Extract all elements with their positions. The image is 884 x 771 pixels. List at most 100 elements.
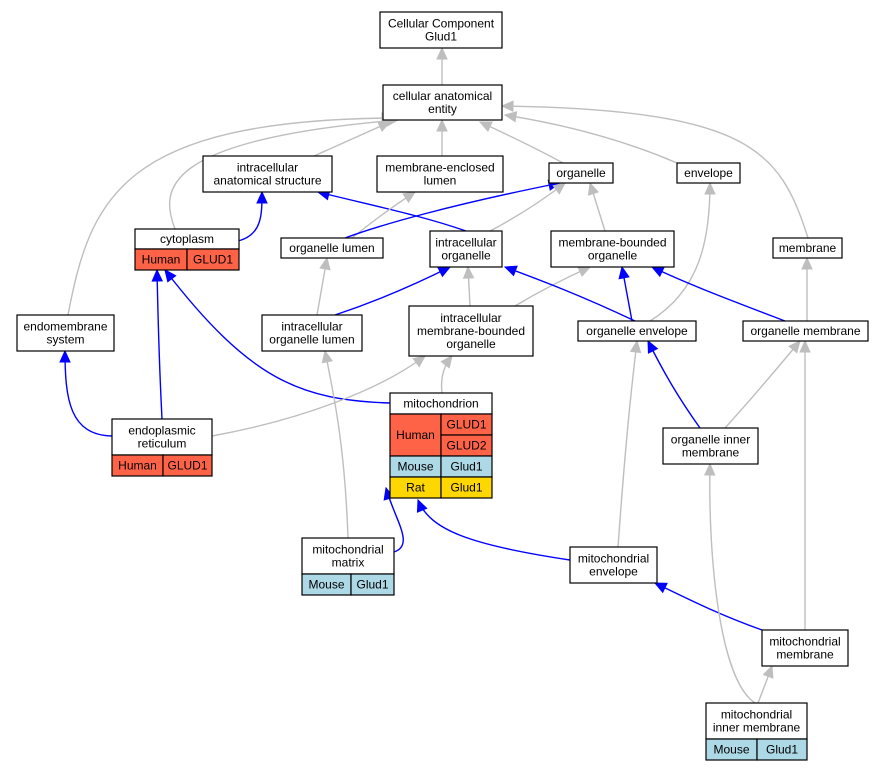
node-box — [569, 546, 658, 584]
edge-mitochondrion-to-cytoplasm — [164, 269, 391, 404]
edge-mitochondrial_membrane-to-organelle_membrane — [799, 339, 811, 630]
node-organelle-membrane[interactable]: organelle membrane — [742, 320, 869, 342]
edge-arrowhead — [618, 265, 630, 280]
node-organelle-lumen[interactable]: organelle lumen — [280, 237, 384, 259]
edge-line — [324, 350, 349, 539]
edge-arrowhead — [256, 190, 268, 204]
edge-line — [514, 266, 591, 307]
node-label-line: membrane-bounded — [417, 324, 525, 338]
edge-arrowhead — [503, 111, 518, 123]
edge-arrowhead — [151, 268, 164, 282]
edge-organelle_lumen-to-membrane_enclosed_lumen — [351, 191, 417, 239]
edge-line — [164, 269, 391, 404]
node-label-line: membrane-enclosed — [385, 161, 494, 175]
gene-label: GLUD1 — [193, 253, 233, 267]
node-box — [742, 320, 869, 342]
gene-cell — [756, 738, 808, 761]
node-organelle[interactable]: organelle — [548, 162, 614, 184]
edge-mitochondrial_inner_membrane-to-organelle_inner_membrane — [703, 462, 756, 704]
gene-cell — [162, 454, 213, 477]
edge-cellular_anatomical_entity-to-cellular_component — [436, 46, 448, 85]
edge-arrowhead — [402, 191, 417, 204]
species-label: Rat — [406, 481, 425, 495]
node-label-line: mitochondrial — [312, 543, 383, 557]
node-box — [408, 305, 534, 357]
edge-mitochondrial_envelope-to-mitochondrion — [416, 498, 571, 561]
edge-arrowhead — [801, 256, 813, 270]
edge-endoplasmic_reticulum-to-endomembrane_system — [59, 349, 113, 437]
node-box — [202, 155, 333, 193]
edge-line — [156, 269, 163, 420]
annotation-mouse: Mouse Glud1 — [705, 738, 808, 761]
node-label-line: organelle — [441, 249, 491, 263]
gene-label: Glud1 — [356, 578, 388, 592]
edge-line — [649, 182, 711, 322]
gene-label: GLUD1 — [446, 418, 486, 432]
species-label: Mouse — [713, 743, 749, 757]
gene-label: GLUD2 — [446, 439, 486, 453]
species-label: Human — [142, 253, 181, 267]
edge-membrane-to-cellular_anatomical_entity — [500, 100, 809, 239]
edge-membrane_bounded_organelle-to-organelle — [587, 181, 606, 232]
edge-layer — [59, 46, 813, 704]
edge-intracellular_organelle-to-intracellular_anatomical_structure — [316, 189, 467, 232]
node-envelope[interactable]: envelope — [676, 162, 741, 184]
edge-arrowhead — [650, 266, 665, 278]
edge-line — [709, 463, 756, 704]
edge-arrowhead — [704, 181, 716, 195]
annotation-human: Human GLUD1 — [134, 248, 240, 271]
node-label-line: intracellular — [435, 236, 496, 250]
edge-organelle_inner_membrane-to-organelle_envelope — [647, 339, 701, 429]
edge-line — [64, 350, 113, 437]
edge-intracellular_anatomical_structure-to-cellular_anatomical_entity — [313, 121, 392, 157]
node-label-line: Glud1 — [425, 30, 457, 44]
node-label-line: anatomical structure — [213, 174, 321, 188]
node-box — [577, 320, 697, 342]
gene-label: Glud1 — [766, 743, 798, 757]
edge-line — [168, 119, 399, 230]
node-label-line: Cellular Component — [388, 17, 495, 31]
node-organelle-envelope[interactable]: organelle envelope — [577, 320, 697, 342]
edge-organelle_inner_membrane-to-organelle_membrane — [724, 340, 801, 429]
edge-endoplasmic_reticulum-to-cytoplasm — [151, 268, 164, 420]
edge-line — [501, 105, 809, 239]
edge-arrowhead — [788, 340, 801, 354]
edge-mitochondrion-to-intracellular_membrane_bounded_organelle — [440, 355, 453, 394]
node-label-line: intracellular — [237, 161, 298, 175]
edge-envelope-to-cellular_anatomical_entity — [503, 111, 678, 164]
edge-intracellular_membrane_bounded_organelle-to-intracellular_organelle — [462, 265, 475, 307]
edge-line — [654, 582, 763, 631]
edge-line — [344, 182, 561, 239]
node-label-line: envelope — [684, 166, 733, 180]
node-label-line: organelle — [556, 166, 606, 180]
edge-membrane_enclosed_lumen-to-cellular_anatomical_entity — [436, 118, 448, 156]
gene-label: GLUD1 — [167, 459, 207, 473]
node-label-line: envelope — [589, 565, 638, 579]
node-label-line: mitochondrial — [721, 708, 792, 722]
node-membrane[interactable]: membrane — [772, 237, 843, 259]
edge-organelle_envelope-to-intracellular_organelle — [503, 265, 636, 322]
node-box — [16, 314, 115, 352]
